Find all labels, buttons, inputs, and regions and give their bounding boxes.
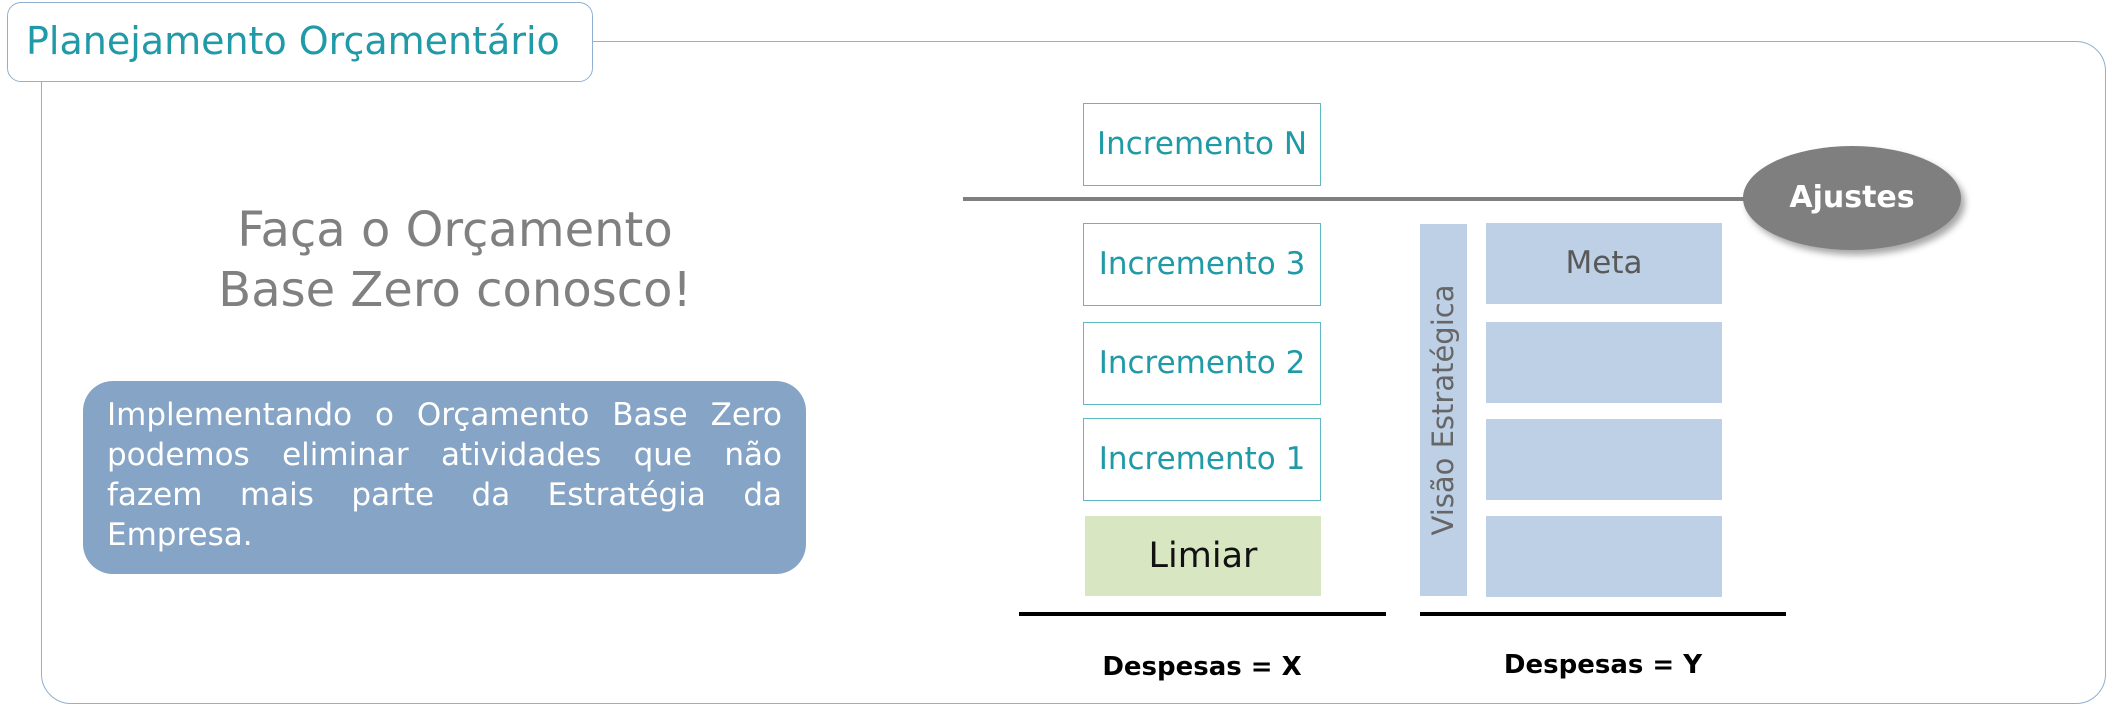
headline-line-1: Faça o Orçamento — [237, 202, 673, 258]
strategy-box-3 — [1486, 419, 1722, 500]
baseline-x — [1019, 612, 1386, 616]
strategic-vision-bar — [1420, 224, 1467, 596]
strategic-vision-label: Visão Estratégica — [1426, 284, 1460, 536]
headline: Faça o Orçamento Base Zero conosco! — [170, 200, 740, 320]
threshold-box: Limiar — [1085, 516, 1321, 596]
increment-n-box: Incremento N — [1083, 103, 1321, 186]
headline-line-2: Base Zero conosco! — [218, 262, 692, 318]
page-title: Planejamento Orçamentário — [7, 2, 593, 82]
strategy-box-4 — [1486, 516, 1722, 597]
target-box: Meta — [1486, 223, 1722, 304]
callout-box: Implementando o Orçamento Base Zero pode… — [83, 381, 806, 574]
increment-1-box: Incremento 1 — [1083, 418, 1321, 501]
baseline-y — [1420, 612, 1786, 616]
increment-2-box: Incremento 2 — [1083, 322, 1321, 405]
adjustments-line — [963, 197, 1763, 201]
expenses-x-label: Despesas = X — [1102, 652, 1302, 682]
content-frame — [41, 41, 2106, 704]
increment-3-box: Incremento 3 — [1083, 223, 1321, 306]
expenses-y-label: Despesas = Y — [1503, 650, 1703, 680]
adjustments-ellipse: Ajustes — [1743, 146, 1961, 250]
strategy-box-2 — [1486, 322, 1722, 403]
